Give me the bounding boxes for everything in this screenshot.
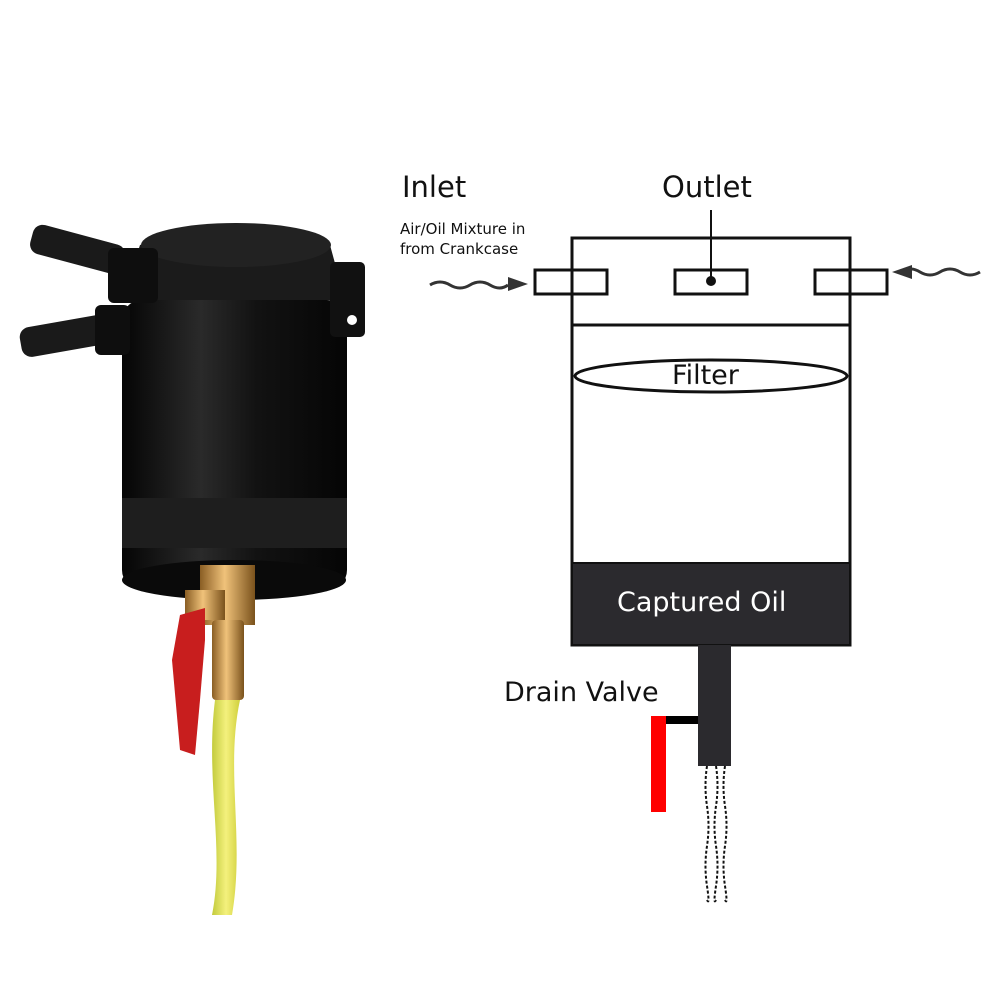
mount-bracket: [330, 262, 365, 337]
inlet-description-line1: Air/Oil Mixture in: [400, 220, 526, 238]
catch-can-canister: [19, 223, 365, 915]
oil-stream: [212, 700, 240, 915]
inlet-flow-right: [904, 267, 981, 277]
drain-valve-label: Drain Valve: [504, 677, 659, 708]
outlet-label: Outlet: [662, 170, 752, 204]
oil-drip: [704, 765, 728, 903]
inlet-flow-left: [429, 280, 509, 290]
inlet-description-line2: from Crankcase: [400, 240, 519, 258]
captured-oil-region: [571, 562, 851, 646]
filter-ellipse: [573, 358, 849, 394]
separator-diagram: [429, 210, 981, 903]
drain-pipe: [698, 645, 731, 766]
filter-label: Filter: [672, 360, 739, 391]
inlet-label: Inlet: [402, 170, 467, 204]
inlet-description: Air/Oil Mixture in from Crankcase: [400, 219, 525, 259]
arrow-left-icon: [892, 265, 912, 279]
captured-oil-label: Captured Oil: [617, 587, 787, 618]
arrow-right-icon: [508, 277, 528, 291]
valve-handle: [172, 608, 205, 755]
drain-valve-handle: [651, 716, 666, 812]
hose-barb-upper: [30, 224, 126, 274]
hose-barb-lower: [19, 313, 116, 357]
